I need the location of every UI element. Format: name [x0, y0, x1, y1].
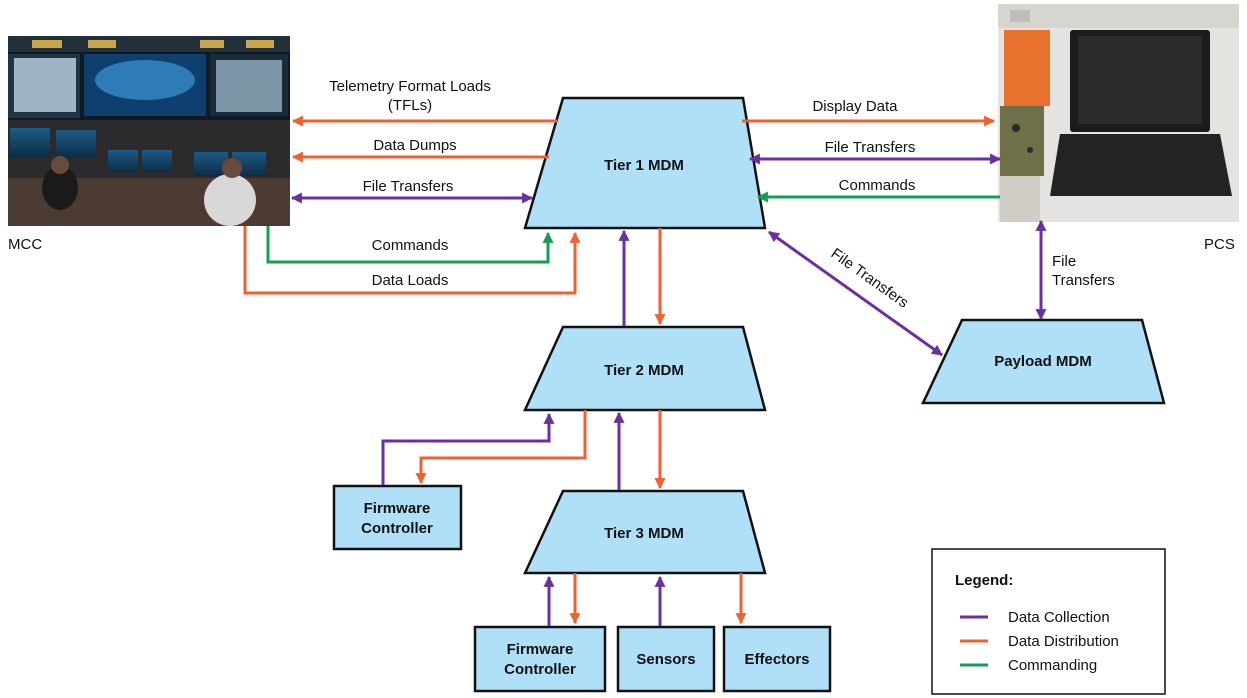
legend-box	[931, 548, 1166, 695]
tier1-mdm-node	[523, 96, 767, 230]
pcs-payload-file-transfers-label-line1: File	[1052, 253, 1076, 270]
tier1-mdm-label: Tier 1 MDM	[604, 157, 684, 174]
legend-title: Legend:	[955, 572, 1013, 589]
firmware-controller-lower-node	[473, 625, 607, 693]
mcc-file-transfers-label: File Transfers	[363, 178, 454, 195]
payload-mdm-label: Payload MDM	[994, 353, 1092, 370]
effectors-node	[722, 625, 832, 693]
data-dumps-label: Data Dumps	[373, 137, 456, 154]
mcc-commands-label: Commands	[372, 237, 449, 254]
legend-label-data-collection: Data Collection	[1008, 609, 1110, 626]
tier2-mdm-label: Tier 2 MDM	[604, 362, 684, 379]
tier2-mdm-node	[523, 325, 767, 412]
data-loads-label: Data Loads	[372, 272, 449, 289]
firmware-controller-upper-label-line1: Firmware	[364, 500, 431, 517]
diagonal-file-transfers-arrow	[768, 230, 943, 357]
pcs-photo	[998, 4, 1239, 222]
sensors-label: Sensors	[636, 651, 695, 668]
fw-upper-to-tier2-arrow	[381, 412, 555, 485]
legend-label-commanding: Commanding	[1008, 657, 1097, 674]
firmware-controller-upper-label-line2: Controller	[361, 520, 433, 537]
payload-mdm-node	[921, 318, 1166, 405]
pcs-payload-file-transfers-label-line2: Transfers	[1052, 272, 1115, 289]
effectors-label: Effectors	[744, 651, 809, 668]
firmware-controller-upper-node	[332, 484, 463, 551]
mcc-commands-arrow	[266, 226, 554, 264]
tfl-label-line2: (TFLs)	[388, 97, 432, 114]
firmware-controller-lower-label-line2: Controller	[504, 661, 576, 678]
pcs-file-transfers-label: File Transfers	[825, 139, 916, 156]
pcs-label: PCS	[1204, 236, 1235, 253]
mcc-label: MCC	[8, 236, 42, 253]
mcc-photo	[8, 36, 290, 226]
data-loads-arrow	[243, 226, 581, 295]
tier3-mdm-label: Tier 3 MDM	[604, 525, 684, 542]
sensors-node	[616, 625, 716, 693]
pcs-commands-label: Commands	[839, 177, 916, 194]
legend-label-data-distribution: Data Distribution	[1008, 633, 1119, 650]
tier2-to-fw-upper-arrow	[415, 410, 587, 485]
tfl-label-line1: Telemetry Format Loads	[329, 78, 491, 95]
display-data-label: Display Data	[812, 98, 898, 115]
diagonal-file-transfers-label: File Transfers	[828, 245, 912, 311]
firmware-controller-lower-label-line1: Firmware	[507, 641, 574, 658]
tier3-mdm-node	[523, 489, 767, 575]
legend: Legend: Data Collection Data Distributio…	[931, 548, 1166, 695]
